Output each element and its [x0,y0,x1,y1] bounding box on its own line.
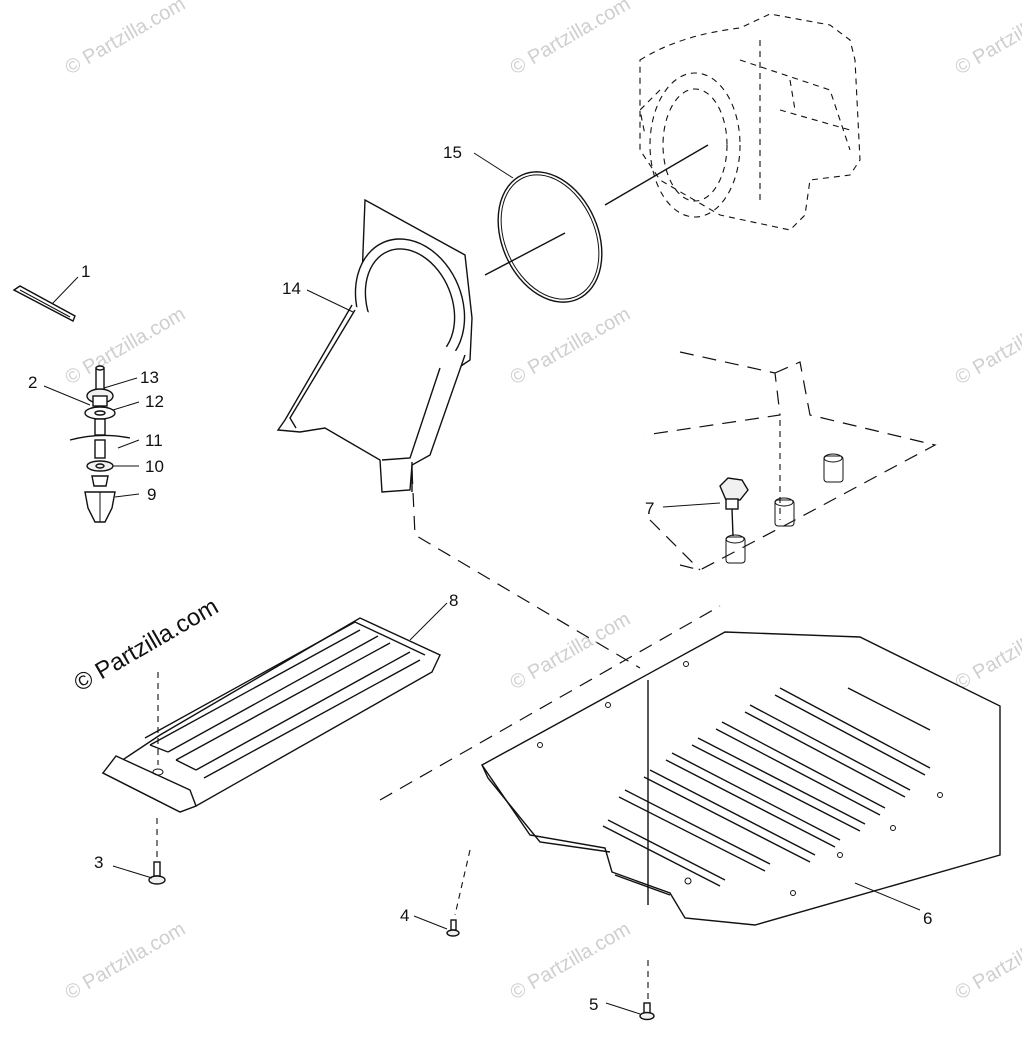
watermark: © Partzilla.com [507,918,635,1004]
callout-4: 4 [400,906,409,925]
screw-3 [148,818,166,885]
floor-pan-6 [480,631,1001,926]
screw-4 [446,849,471,937]
callout-7: 7 [645,499,654,518]
callout-1: 1 [81,262,90,281]
watermark: © Partzilla.com [507,608,635,694]
leader-dashed [411,469,641,669]
callouts: 1 2 3 4 5 6 7 8 9 10 11 12 13 14 15 [28,143,932,1014]
axis-line [604,144,709,206]
callout-3: 3 [94,853,103,872]
callout-11: 11 [145,431,163,450]
callout-14: 14 [282,279,301,298]
callout-15: 15 [443,143,462,162]
watermark: © Partzilla.com [62,918,190,1004]
callout-6: 6 [923,909,932,928]
mount-stack [69,365,131,523]
watermark: © Partzilla.com [952,608,1022,694]
watermark: © Partzilla.com [952,918,1022,1004]
callout-12: 12 [145,392,164,411]
callout-10: 10 [145,457,164,476]
callout-13: 13 [140,368,159,387]
o-ring-15 [497,171,603,303]
screw-5 [639,1002,655,1021]
callout-5: 5 [589,995,598,1014]
bracket-14 [276,198,473,493]
axis-line [484,232,566,276]
callout-8: 8 [449,591,458,610]
watermark: © Partzilla.com [62,0,190,79]
callout-9: 9 [147,485,156,504]
watermark-prominent: © Partzilla.com [70,593,224,697]
leader-lines [43,152,921,1015]
strap-1 [12,285,76,322]
watermark: © Partzilla.com [507,0,635,79]
plug-7 [719,477,749,537]
cover-8 [101,617,441,813]
watermark: © Partzilla.com [952,0,1022,79]
callout-2: 2 [28,373,37,392]
engine-housing [639,13,861,231]
separator-dashed [379,605,721,801]
floor-ribs [602,687,931,887]
watermark: © Partzilla.com [507,303,635,389]
watermark: © Partzilla.com [62,303,190,389]
chassis-outline [644,351,937,571]
watermark: © Partzilla.com [952,303,1022,389]
